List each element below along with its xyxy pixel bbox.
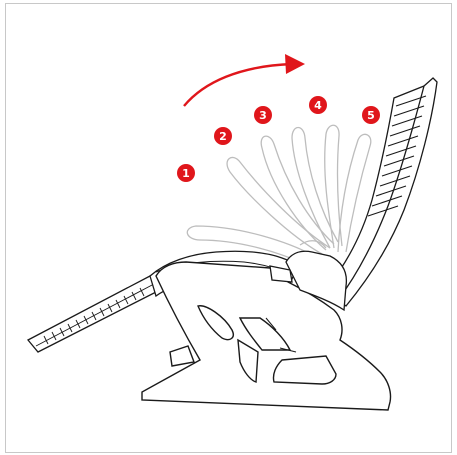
step-badge-1: 1 (177, 164, 195, 182)
backrest-position-2 (226, 156, 331, 255)
svg-text:3: 3 (259, 109, 267, 122)
backrest-positions (186, 124, 372, 269)
backrest-position-1 (186, 225, 319, 269)
leg-rest (26, 275, 161, 353)
headrest-ghost (299, 240, 327, 249)
backrest-position-3 (260, 135, 335, 251)
backrest-final (337, 77, 438, 307)
step-badge-4: 4 (309, 96, 327, 114)
svg-text:2: 2 (219, 130, 227, 143)
step-badge-2: 2 (214, 127, 232, 145)
svg-text:4: 4 (314, 99, 322, 112)
backrest-position-5 (324, 124, 343, 249)
pivot-block (269, 250, 348, 312)
backrest-position-6 (337, 133, 372, 253)
step-badge-5: 5 (362, 106, 380, 124)
svg-text:1: 1 (182, 167, 190, 180)
curved-arrow-icon (183, 54, 305, 107)
svg-text:5: 5 (367, 109, 375, 122)
step-badges: 1 2 3 4 5 (177, 96, 380, 182)
backrest-position-4 (291, 126, 339, 249)
step-badge-3: 3 (254, 106, 272, 124)
